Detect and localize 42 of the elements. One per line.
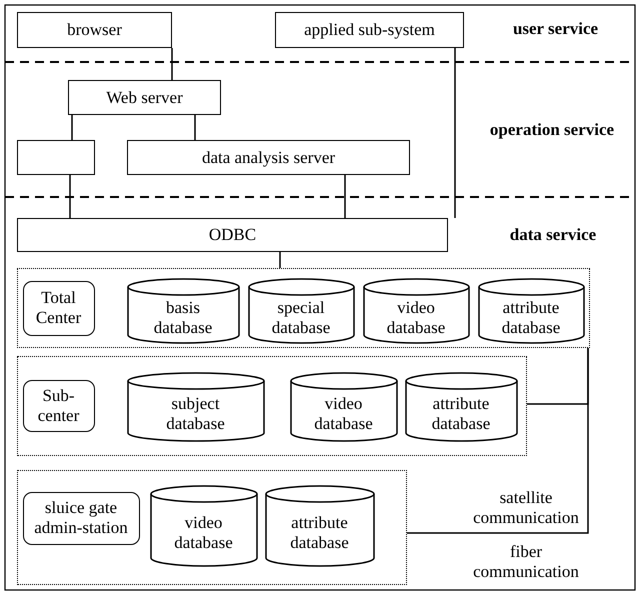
node-label: attribute database: [430, 394, 492, 434]
rounded-box: [22, 280, 94, 336]
node-label: special database: [270, 298, 332, 338]
connector-line: [454, 48, 456, 218]
node-label: Total Center: [34, 288, 82, 328]
node-label: subject database: [165, 394, 226, 434]
node-label: Sub-center: [36, 386, 80, 426]
connector-line: [171, 48, 173, 80]
process-box: [17, 12, 172, 48]
node-label: attribute database: [500, 298, 562, 338]
connector-line: [69, 175, 71, 218]
connector-line: [407, 348, 589, 534]
connector-line: [71, 115, 73, 140]
link-label: fiber communication: [472, 542, 580, 582]
layer-label: data service: [508, 225, 598, 245]
rounded-box: [22, 380, 94, 432]
process-box: [17, 218, 448, 252]
node-label: browser: [67, 20, 122, 40]
node-label: video database: [173, 512, 234, 552]
dotted-group-frame: [17, 356, 527, 456]
node-label: sluice gate admin-station: [33, 498, 129, 538]
link-label: satellite communication: [472, 488, 580, 528]
layer-label: user service: [512, 19, 600, 39]
node-label: attribute database: [289, 512, 350, 552]
dotted-group-frame: [17, 268, 590, 348]
node-label: ODBC: [208, 225, 256, 245]
node-label: video database: [386, 298, 446, 338]
connector-line: [194, 115, 196, 140]
rounded-box: [22, 492, 140, 544]
node-label: video database: [313, 394, 374, 434]
process-box: [127, 140, 410, 175]
node-label: basis database: [152, 298, 214, 338]
process-box: [68, 80, 221, 115]
dotted-group-frame: [17, 470, 407, 585]
node-label: Web server: [106, 88, 183, 108]
node-label: applied sub-system: [304, 20, 435, 40]
connector-line: [279, 252, 281, 268]
layer-label: operation service: [488, 120, 616, 140]
process-box: [275, 12, 464, 48]
connector-line: [344, 175, 346, 218]
node-label: data analysis server: [202, 148, 336, 168]
process-box: [17, 140, 95, 175]
